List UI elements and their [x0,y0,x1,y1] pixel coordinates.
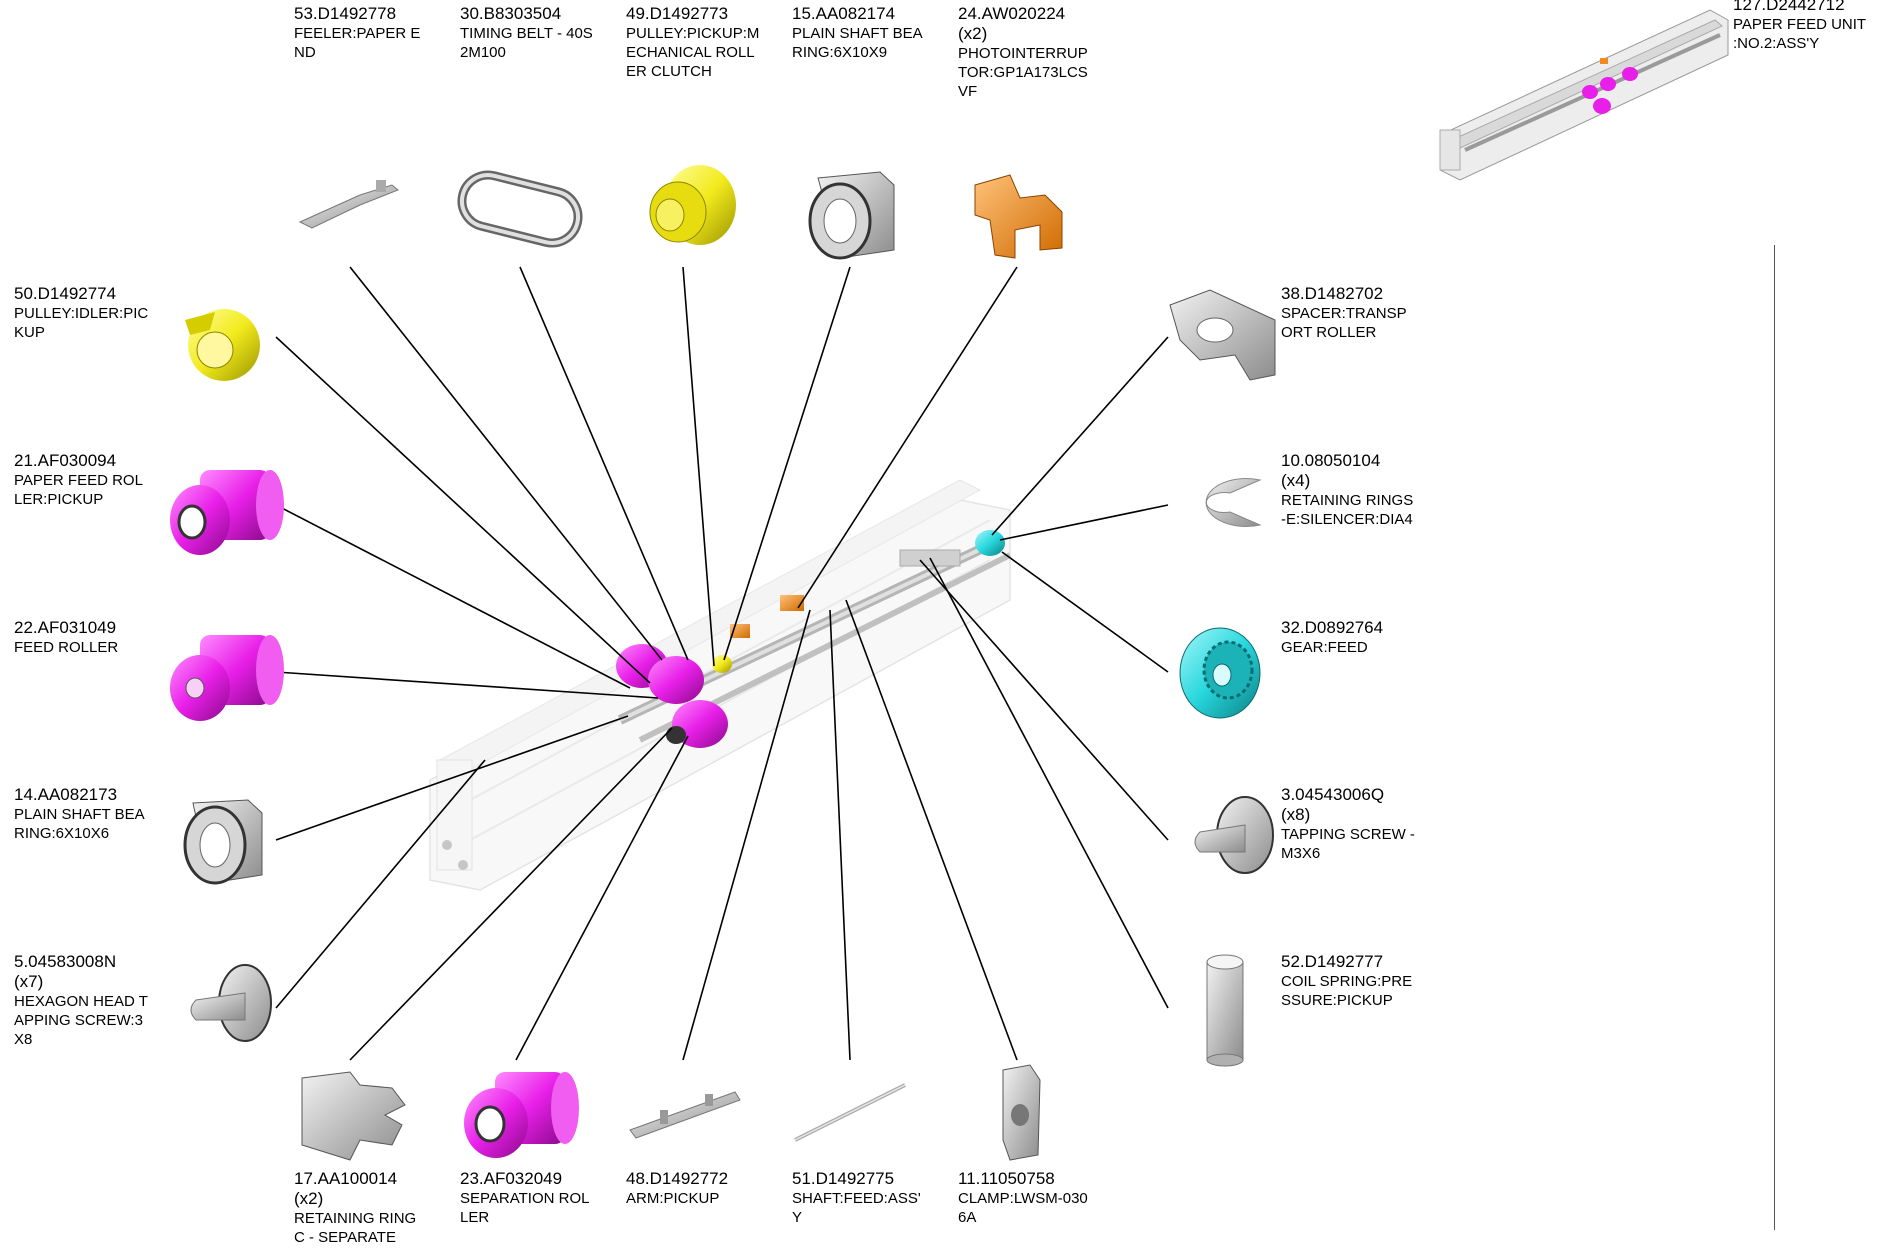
c-ring-icon [301,1071,406,1161]
part-number: 14.AA082173 [14,785,118,804]
bearing-icon [183,799,263,885]
part-number: 32.D0892764 [1281,618,1384,637]
pulley-yellow-icon [649,165,736,245]
part-label-24[interactable]: 24.AW020224 (x2) PHOTOINTERRUP TOR:GP1A1… [958,3,1118,101]
part-description: COIL SPRING:PRE SSURE:PICKUP [1281,973,1413,1009]
arm-icon [629,1091,741,1139]
part-description: TAPPING SCREW - M3X6 [1281,826,1415,862]
part-label-52[interactable]: 52.D1492777 COIL SPRING:PRE SSURE:PICKUP [1281,951,1441,1010]
part-label-22[interactable]: 22.AF031049 FEED ROLLER [14,617,174,657]
part-number: 24.AW020224 [958,4,1066,23]
part-label-10[interactable]: 10.08050104 (x4) RETAINING RINGS -E:SILE… [1281,450,1441,529]
gear-icon [1179,627,1261,719]
part-label-14[interactable]: 14.AA082173 PLAIN SHAFT BEA RING:6X10X6 [14,784,174,843]
part-number: 10.08050104 [1281,451,1381,470]
part-label-50[interactable]: 50.D1492774 PULLEY:IDLER:PIC KUP [14,283,174,342]
part-label-3[interactable]: 3.04543006Q (x8) TAPPING SCREW - M3X6 [1281,784,1441,863]
part-description: RETAINING RINGS -E:SILENCER:DIA4 [1281,492,1414,528]
part-label-49[interactable]: 49.D1492773 PULLEY:PICKUP:M ECHANICAL RO… [626,3,786,81]
part-number: 49.D1492773 [626,4,729,23]
part-label-23[interactable]: 23.AF032049 SEPARATION ROL LER [460,1168,620,1227]
part-description: FEED ROLLER [14,639,119,656]
part-description: FEELER:PAPER E ND [294,25,421,61]
part-quantity: (x8) [1281,805,1311,824]
assembly-frame [429,479,1011,891]
part-number: 53.D1492778 [294,4,397,23]
part-number: 23.AF032049 [460,1169,563,1188]
part-description: TIMING BELT - 40S 2M100 [460,25,593,61]
feeler-icon [298,180,399,229]
part-quantity: (x7) [14,972,44,991]
screw-icon [190,964,272,1042]
spacer-icon [1169,289,1276,381]
part-description: CLAMP:LWSM-030 6A [958,1190,1088,1226]
spring-icon [1206,954,1244,1067]
part-number: 48.D1492772 [626,1169,729,1188]
part-number: 51.D1492775 [792,1169,895,1188]
part-description: SEPARATION ROL LER [460,1190,590,1226]
part-label-17[interactable]: 17.AA100014 (x2) RETAINING RING C - SEPA… [294,1168,454,1247]
part-number: 52.D1492777 [1281,952,1384,971]
roller-magenta-icon [464,1072,579,1158]
shaft-icon [794,1083,906,1142]
part-number: 5.04583008N [14,952,117,971]
part-description: RETAINING RING C - SEPARATE [294,1210,417,1246]
clamp-icon [1002,1064,1041,1161]
part-label-48[interactable]: 48.D1492772 ARM:PICKUP [626,1168,786,1208]
part-description: HEXAGON HEAD T APPING SCREW:3 X8 [14,993,148,1048]
part-number: 50.D1492774 [14,284,117,303]
part-number: 15.AA082174 [792,4,896,23]
part-label-30[interactable]: 30.B8303504 TIMING BELT - 40S 2M100 [460,3,620,62]
part-label-11[interactable]: 11.11050758 CLAMP:LWSM-030 6A [958,1168,1118,1227]
roller-magenta-icon [170,470,284,555]
part-label-21[interactable]: 21.AF030094 PAPER FEED ROL LER:PICKUP [14,450,174,509]
part-description: PLAIN SHAFT BEA RING:6X10X6 [14,806,145,842]
part-label-53[interactable]: 53.D1492778 FEELER:PAPER E ND [294,3,454,62]
screw-icon [1194,796,1274,874]
part-label-38[interactable]: 38.D1482702 SPACER:TRANSP ORT ROLLER [1281,283,1441,342]
part-description: ARM:PICKUP [626,1190,720,1207]
roller-magenta-icon [170,635,284,721]
part-label-51[interactable]: 51.D1492775 SHAFT:FEED:ASS' Y [792,1168,952,1227]
part-label-32[interactable]: 32.D0892764 GEAR:FEED [1281,617,1441,657]
part-quantity: (x4) [1281,471,1311,490]
part-description: SPACER:TRANSP ORT ROLLER [1281,305,1407,341]
part-quantity: (x2) [958,24,988,43]
idler-pulley-icon [185,309,260,381]
part-description: PULLEY:IDLER:PIC KUP [14,305,149,341]
part-description: PLAIN SHAFT BEA RING:6X10X9 [792,25,923,61]
part-label-15[interactable]: 15.AA082174 PLAIN SHAFT BEA RING:6X10X9 [792,3,952,62]
assembly-description: PAPER FEED UNIT :NO.2:ASS'Y [1733,16,1867,52]
bearing-icon [808,171,895,260]
part-description: PAPER FEED ROL LER:PICKUP [14,472,143,508]
part-description: PHOTOINTERRUP TOR:GP1A173LCS VF [958,45,1088,100]
part-quantity: (x2) [294,1189,324,1208]
part-number: 30.B8303504 [460,4,562,23]
assembly-rollers [616,530,1005,748]
part-number: 11.11050758 [958,1169,1055,1188]
e-ring-icon [1205,478,1262,527]
part-number: 3.04543006Q [1281,785,1385,804]
assembly-thumbnail [1439,9,1729,181]
leader-lines [275,266,1169,1061]
part-number: 17.AA100014 [294,1169,398,1188]
assembly-label[interactable]: 127.D2442712 PAPER FEED UNIT :NO.2:ASS'Y [1733,0,1887,53]
photointerrupter-icon [974,174,1063,259]
part-number: 21.AF030094 [14,451,117,470]
part-label-5[interactable]: 5.04583008N (x7) HEXAGON HEAD T APPING S… [14,951,174,1049]
part-description: PULLEY:PICKUP:M ECHANICAL ROLL ER CLUTCH [626,25,760,80]
divider-line [1774,245,1775,1230]
part-number: 22.AF031049 [14,618,117,637]
part-description: GEAR:FEED [1281,639,1368,656]
assembly-number: 127.D2442712 [1733,0,1845,14]
part-description: SHAFT:FEED:ASS' Y [792,1190,921,1226]
part-number: 38.D1482702 [1281,284,1384,303]
belt-icon [457,170,583,248]
